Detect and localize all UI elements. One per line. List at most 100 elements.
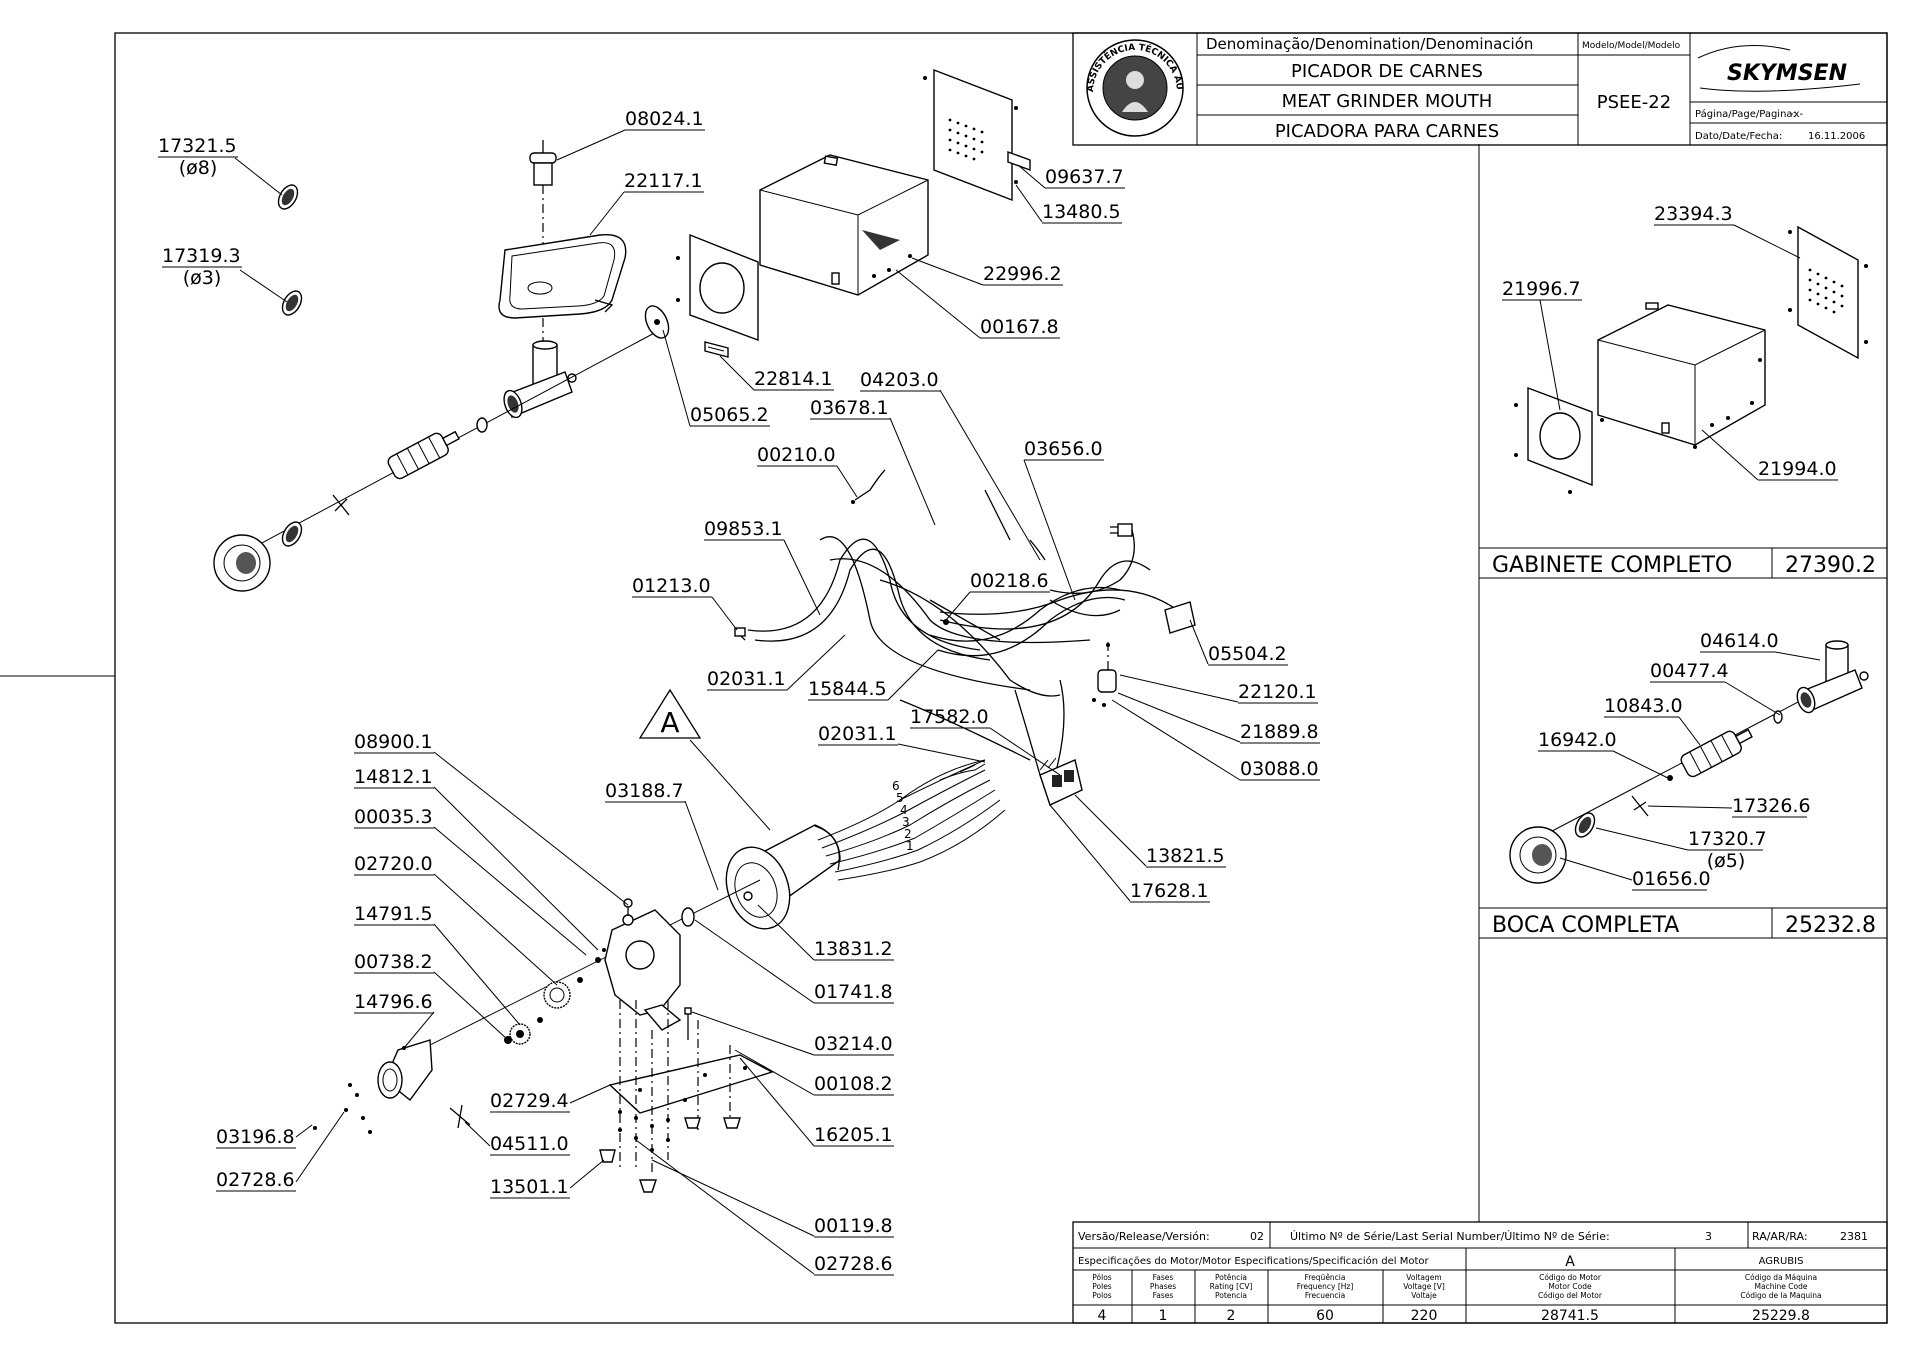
boca-mouth-body <box>1796 640 1869 714</box>
callout-letter: A <box>660 706 679 739</box>
leader-line <box>1119 674 1239 703</box>
part-callout-00477.4: 00477.4 <box>1650 660 1781 716</box>
leader-line <box>889 417 936 526</box>
part-number: 17582.0 <box>910 706 989 728</box>
part-number: 00218.6 <box>970 570 1049 592</box>
part-callout-21996.7: 21996.7 <box>1502 278 1582 411</box>
hdr-volt-en: Voltage [V] <box>1403 1282 1445 1291</box>
hdr-machinecode-pt: Código da Máquina <box>1745 1273 1817 1282</box>
washer <box>476 417 488 433</box>
part-callout-04511.0: 04511.0 <box>464 1121 570 1156</box>
hdr-phases-pt: Fases <box>1153 1273 1174 1282</box>
part-number: 05065.2 <box>690 404 769 426</box>
part-callout-03214.0: 03214.0 <box>691 1011 894 1056</box>
part-callout-02031.1: 02031.1 <box>707 634 846 691</box>
leader-line <box>684 800 719 891</box>
part-number: 15844.5 <box>808 678 887 700</box>
leader-line <box>1049 804 1131 902</box>
model-value: PSEE-22 <box>1597 92 1671 113</box>
part-number: 00119.8 <box>814 1215 893 1237</box>
leader-line <box>556 129 626 161</box>
motor-letter: A <box>1565 1254 1575 1270</box>
leader-line <box>433 751 629 906</box>
leader-line <box>1724 681 1781 716</box>
part-callout-21889.8: 21889.8 <box>1117 692 1320 744</box>
sheet-frame <box>0 32 1888 1324</box>
plate-3mm <box>281 290 303 316</box>
leader-line <box>1023 459 1076 601</box>
part-callout-03678.1: 03678.1 <box>810 397 936 526</box>
part-number: 22996.2 <box>983 263 1062 285</box>
part-callout-00738.2: 00738.2 <box>354 951 509 1041</box>
part-number: 17628.1 <box>1130 880 1209 902</box>
hdr-phases-en: Phases <box>1150 1282 1176 1291</box>
part-callout-17321.5: 17321.5(ø8) <box>158 135 283 196</box>
part-number: 02720.0 <box>354 853 433 875</box>
name-pt: PICADOR DE CARNES <box>1291 61 1483 82</box>
brand-logo: SKYMSEN <box>1697 45 1861 92</box>
power-plug <box>1049 523 1135 594</box>
val-phases: 1 <box>1159 1308 1168 1324</box>
part-number: 04614.0 <box>1700 630 1779 652</box>
spec-block: Versão/Release/Versión: 02 Último Nº de … <box>1072 1221 1888 1324</box>
leader-line <box>895 269 981 339</box>
leader-line <box>989 727 1061 776</box>
cabinet-assembly <box>676 68 1031 358</box>
part-callout-05065.2: 05065.2 <box>662 329 770 427</box>
leader-line <box>1595 827 1689 851</box>
part-number: 13480.5 <box>1042 201 1121 223</box>
hdr-poles-en: Poles <box>1092 1282 1112 1291</box>
leader-line <box>662 329 691 427</box>
leader-line <box>651 1159 815 1237</box>
part-callout-00218.6: 00218.6 <box>945 570 1050 621</box>
part-callout-09637.7: 09637.7 <box>1017 164 1125 189</box>
part-callout-02031.1: 02031.1 <box>818 723 986 763</box>
plate-8mm <box>277 184 299 210</box>
part-number: 14812.1 <box>354 766 433 788</box>
leader-line <box>836 465 858 498</box>
relay-block <box>1039 757 1083 806</box>
hdr-poles-es: Polos <box>1092 1291 1112 1300</box>
boca-plate <box>1574 812 1596 838</box>
leader-line <box>1612 750 1669 779</box>
motor-spec-label: Especificações do Motor/Motor Especifica… <box>1078 1255 1430 1267</box>
leader-line <box>1074 794 1147 867</box>
name-es: PICADORA PARA CARNES <box>1275 121 1499 142</box>
part-number: 08900.1 <box>354 731 433 753</box>
gabinete-completo-view <box>1479 225 1887 578</box>
leader-line <box>1189 619 1209 665</box>
leader-line <box>433 786 599 951</box>
denomination-header: Denominação/Denomination/Denominación <box>1206 35 1533 53</box>
gear-small <box>509 1023 531 1045</box>
part-callout-03188.7: 03188.7 <box>605 780 719 891</box>
leader-line <box>239 269 288 303</box>
leader-line <box>1117 692 1241 743</box>
part-callout-01213.0: 01213.0 <box>632 575 738 631</box>
part-number: 09637.7 <box>1045 166 1124 188</box>
part-callout-09853.1: 09853.1 <box>704 518 821 616</box>
part-callout-17582.0: 17582.0 <box>910 706 1061 776</box>
gabinete-label: GABINETE COMPLETO <box>1492 553 1732 578</box>
part-diameter-note: (ø8) <box>179 157 218 179</box>
part-callout-14796.6: 14796.6 <box>354 991 435 1049</box>
leader-line <box>757 904 815 961</box>
hdr-freq-en: Frequency [Hz] <box>1297 1282 1354 1291</box>
part-callout-03656.0: 03656.0 <box>1023 438 1104 601</box>
part-number: 01741.8 <box>814 981 893 1003</box>
callout-triangle-a: A <box>638 688 771 831</box>
part-number: 21889.8 <box>1240 721 1319 743</box>
leader-line <box>719 355 755 391</box>
wire-number-1: 1 <box>906 839 914 853</box>
rubber-feet <box>599 1117 741 1193</box>
wire-number-4: 4 <box>900 803 908 817</box>
part-number: 03678.1 <box>810 397 889 419</box>
part-number: 22120.1 <box>1238 681 1317 703</box>
part-number: 21996.7 <box>1502 278 1581 300</box>
leader-line <box>691 1011 815 1056</box>
val-machine-code: 25229.8 <box>1752 1308 1810 1324</box>
label-plate <box>704 341 729 358</box>
leader-line <box>1015 184 1043 223</box>
val-motor-code: 28741.5 <box>1541 1308 1599 1324</box>
cabinet-box <box>759 154 929 296</box>
wire-number-5: 5 <box>896 791 904 805</box>
